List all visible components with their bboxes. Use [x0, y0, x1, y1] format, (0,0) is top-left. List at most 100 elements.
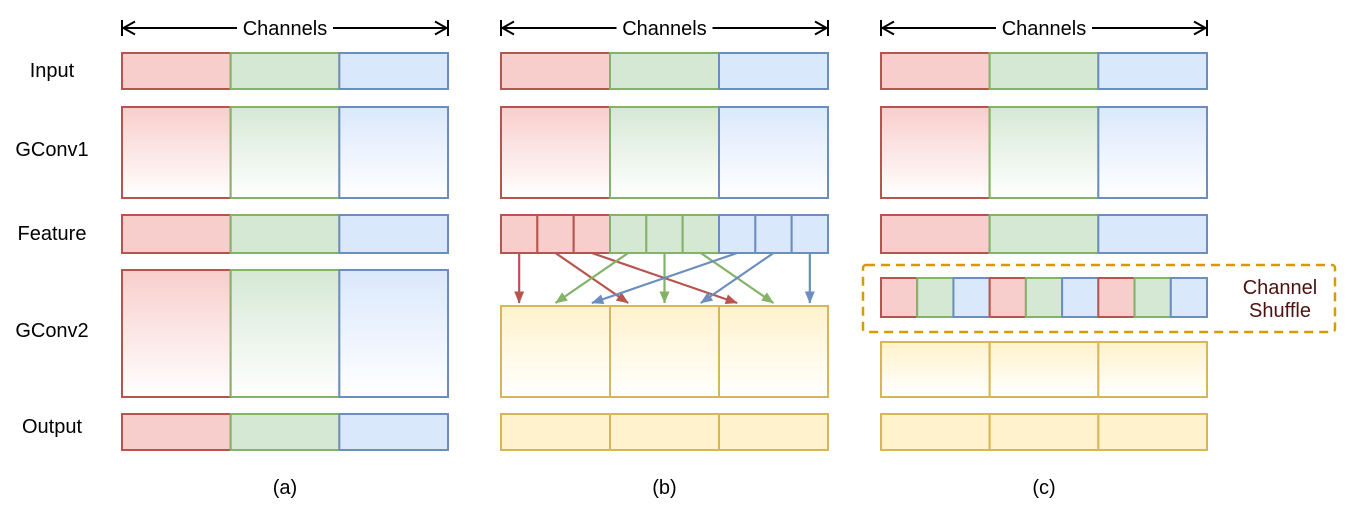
panel-a-output-red-block	[121, 413, 232, 451]
panel-a-gconv1-blue-block	[338, 106, 449, 199]
panel-c-input-green-block	[988, 52, 1100, 90]
panel-b-input-blue-block	[718, 52, 829, 90]
panel-b-gconv2-group2-block	[609, 305, 720, 398]
panel-c-shuffled-cell-8-green	[1133, 277, 1172, 318]
panel-b-feature-subcell-8-blue	[754, 214, 793, 254]
panel-c-feature-green-block	[988, 214, 1100, 254]
panel-b-feature-subcell-5-green	[645, 214, 684, 254]
panel-a-feature-red-block	[121, 214, 232, 254]
panel-c-feature-row	[880, 214, 1208, 254]
panel-a-feature-green-block	[229, 214, 341, 254]
panel-c-caption: (c)	[1032, 477, 1055, 499]
panel-c-output-group2-block	[988, 413, 1100, 451]
channels-label-c: Channels	[1002, 18, 1087, 40]
shuffle-arrow-green-1	[554, 252, 629, 304]
panel-b-gconv2-group3-block	[718, 305, 829, 398]
channel-shuffle-label-line2: Shuffle	[1249, 300, 1311, 322]
panel-a-gconv1-red-block	[121, 106, 232, 199]
channels-label-b: Channels	[622, 18, 707, 40]
panel-b-feature-subcell-2-red	[536, 214, 575, 254]
panel-a-input-blue-block	[338, 52, 449, 90]
panel-c-shuffled-cell-6-blue	[1061, 277, 1100, 318]
panel-b-feature-subcell-3-red	[572, 214, 611, 254]
panel-c-gconv1-blue-block	[1097, 106, 1208, 199]
panel-b-gconv1-green-block	[609, 106, 720, 199]
channel-shuffle-label-line1: Channel	[1243, 277, 1318, 299]
panel-c-gconv2-group1-block	[880, 341, 991, 398]
panel-c-input-blue-block	[1097, 52, 1208, 90]
panel-b-shuffle-arrows	[514, 251, 815, 305]
row-label-feature: Feature	[18, 223, 87, 245]
panel-c-gconv2-row	[880, 341, 1208, 398]
panel-b-input-red-block	[500, 52, 611, 90]
panel-c-shuffled-cell-5-green	[1024, 277, 1064, 318]
shuffle-arrow-blue-1	[591, 251, 738, 305]
panel-a-output-row	[121, 413, 449, 451]
channels-right-arrowhead-icon	[1193, 20, 1208, 36]
panel-a-gconv2-blue-block	[338, 269, 449, 398]
panel-a: Channels (a)	[121, 18, 449, 499]
channels-label-a: Channels	[243, 18, 328, 40]
channels-arrow-b: Channels	[500, 18, 829, 40]
panel-c-shuffled-cells-row	[880, 277, 1209, 318]
panel-c-shuffled-cell-7-red	[1097, 277, 1136, 318]
channel-shuffle-dashed-border	[861, 263, 1337, 334]
panel-c-output-group1-block	[880, 413, 991, 451]
channels-arrow-c: Channels	[880, 18, 1208, 40]
panel-b-gconv1-blue-block	[718, 106, 829, 199]
panel-b-gconv2-group1-block	[500, 305, 611, 398]
panel-a-feature-row	[121, 214, 449, 254]
panel-b-feature-subcells-row	[500, 214, 829, 254]
panel-b-feature-subcell-6-green	[681, 214, 720, 254]
row-labels: Input GConv1 Feature GConv2 Output	[15, 60, 88, 438]
row-label-gconv1: GConv1	[15, 139, 88, 161]
panel-c-channel-shuffle-box: Channel Shuffle	[861, 263, 1337, 334]
panel-c: Channels Channel Shuffle	[861, 18, 1337, 499]
panel-b-input-row	[500, 52, 829, 90]
panel-a-input-row	[121, 52, 449, 90]
panel-a-gconv1-row	[121, 106, 449, 199]
panel-c-output-group3-block	[1097, 413, 1208, 451]
panel-a-output-green-block	[229, 413, 341, 451]
panel-c-gconv1-red-block	[880, 106, 991, 199]
panel-c-shuffled-cell-4-red	[988, 277, 1027, 318]
row-label-gconv2: GConv2	[15, 320, 88, 342]
panel-c-gconv2-group3-block	[1097, 341, 1208, 398]
panel-a-feature-blue-block	[338, 214, 449, 254]
channels-arrow-a: Channels	[121, 18, 449, 40]
panel-a-input-red-block	[121, 52, 232, 90]
panel-c-shuffled-cell-3-blue	[952, 277, 991, 318]
panel-c-gconv2-group2-block	[988, 341, 1100, 398]
panel-c-input-row	[880, 52, 1208, 90]
panel-a-caption: (a)	[273, 477, 297, 499]
panel-b-input-green-block	[609, 52, 720, 90]
shuffle-arrow-blue-2	[700, 252, 775, 304]
panel-a-output-blue-block	[338, 413, 449, 451]
panel-a-gconv2-row	[121, 269, 449, 398]
panel-c-shuffled-cell-2-green	[916, 277, 955, 318]
panel-c-feature-red-block	[880, 214, 991, 254]
panel-c-output-row	[880, 413, 1208, 451]
panel-a-gconv2-green-block	[229, 269, 341, 398]
row-label-output: Output	[22, 416, 82, 438]
panel-c-gconv1-green-block	[988, 106, 1100, 199]
panel-c-shuffled-cell-1-red	[880, 277, 919, 318]
panel-b-feature-subcell-4-green	[609, 214, 648, 254]
channels-right-arrowhead-icon	[434, 20, 449, 36]
panel-c-shuffled-cell-9-blue	[1169, 277, 1209, 318]
panel-c-input-red-block	[880, 52, 991, 90]
panel-b-output-group1-block	[500, 413, 611, 451]
panel-a-gconv1-green-block	[229, 106, 341, 199]
panel-b-gconv2-row	[500, 305, 829, 398]
panel-a-gconv2-red-block	[121, 269, 232, 398]
panel-b-gconv1-red-block	[500, 106, 611, 199]
panel-b-output-group3-block	[718, 413, 829, 451]
channels-right-arrowhead-icon	[814, 20, 829, 36]
panel-c-gconv1-row	[880, 106, 1208, 199]
panel-b-caption: (b)	[652, 477, 676, 499]
panel-b-feature-subcell-7-blue	[718, 214, 757, 254]
panel-b-feature-subcell-9-blue	[790, 214, 829, 254]
panel-b-output-group2-block	[609, 413, 720, 451]
